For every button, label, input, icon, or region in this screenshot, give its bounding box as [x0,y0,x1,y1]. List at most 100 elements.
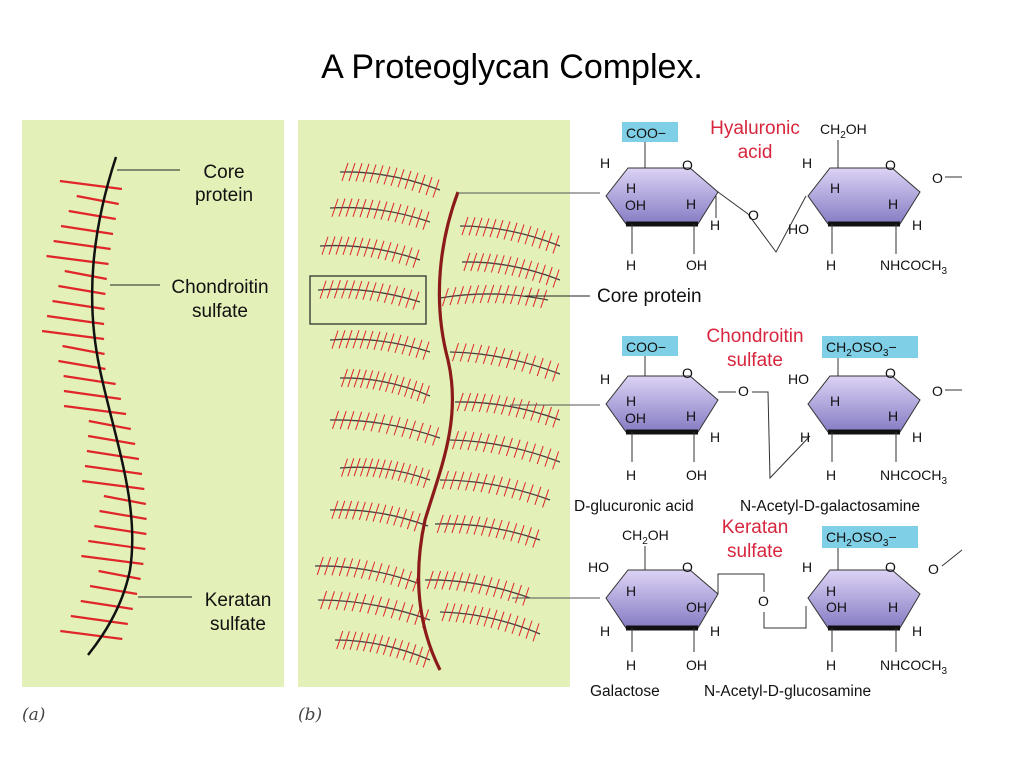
chain-tick [478,432,483,443]
chain-tick [536,454,541,465]
chain-tick [490,618,495,629]
side-chain [63,404,127,416]
chain-tick [451,571,456,581]
chain-tick [484,262,488,272]
chain-tick [376,200,381,210]
chain-tick [513,523,518,533]
chain-tick [466,573,471,583]
chain-tick [507,591,512,601]
chain-tick [362,594,367,604]
chain-tick [397,385,402,396]
svg-text:OH: OH [686,467,707,483]
chain-tick [457,480,462,490]
chain-tick [401,602,406,612]
side-chain [80,599,133,611]
chain-tick [462,613,467,624]
chain-tick [548,232,553,243]
chain-tick [416,476,421,486]
chain-tick [455,430,459,441]
chain-tick [441,611,446,622]
chain-tick [378,563,383,573]
chain-tick [356,458,361,468]
chain-tick [532,297,537,307]
chain-tick [467,440,472,451]
svg-text:NHCOCH3: NHCOCH3 [880,467,947,487]
chain-tick [345,509,350,520]
chain-tick [407,570,412,581]
gag-chain [339,377,431,397]
chain-tick [482,284,487,295]
chain-tick [497,620,502,630]
chain-tick [349,246,354,256]
svg-text:O: O [748,207,759,223]
chain-tick [536,366,541,377]
chain-tick [394,243,399,253]
svg-text:H: H [600,155,610,171]
svg-text:O: O [885,365,896,381]
chain-tick [479,606,484,617]
svg-text:H: H [626,583,636,599]
label-chondroitin-line1: Chondroitin [171,277,268,298]
chain-tick [532,271,536,281]
chain-tick [485,433,490,443]
chain-tick [519,491,523,501]
chain-tick [534,228,539,238]
chain-tick [341,467,345,477]
chain-tick [483,474,488,484]
chain-tick [552,418,557,428]
chain-tick [552,278,557,288]
chain-tick [425,341,430,351]
chain-tick [388,415,393,425]
svg-text:H: H [826,583,836,599]
chain-tick [353,568,358,578]
chain-tick [407,464,411,474]
chain-tick [352,207,357,217]
chain-tick [378,381,383,391]
chain-tick [467,392,472,403]
chain-tick [322,280,327,290]
chain-tick [501,436,506,446]
chain-tick [347,467,352,477]
chain-tick [372,282,377,292]
chain-tick [516,351,521,361]
chain-tick [514,593,519,604]
chain-tick [356,559,361,569]
svg-text:OH: OH [686,599,707,615]
chain-tick [537,413,542,423]
chain-tick [490,284,495,295]
caption-n-acetyl-glucosamine: N-Acetyl-D-glucosamine [704,683,871,700]
chain-tick [406,613,411,623]
chain-tick [331,509,336,520]
svg-text:H: H [710,217,720,233]
chain-tick [462,343,467,353]
svg-text:H: H [912,217,922,233]
chain-tick [487,253,491,263]
chain-tick [415,348,420,358]
chain-tick [444,571,449,581]
chain-tick [399,640,404,650]
chain-tick [380,240,385,250]
chain-tick [331,236,336,246]
chain-tick [460,286,464,296]
chain-tick [525,587,530,597]
chain-tick [545,489,550,499]
chain-tick [547,406,552,417]
chain-tick [547,448,552,458]
chain-tick [501,348,506,358]
chain-tick [379,513,384,523]
chain-tick [348,198,353,208]
chain-tick [326,289,331,299]
chain-tick [493,254,498,264]
chain-tick [472,605,477,615]
chain-tick [492,219,497,229]
chain-tick [442,479,446,490]
chain-tick [428,176,433,187]
chain-tick [416,391,421,402]
chain-tick [425,211,430,221]
chain-tick [378,423,383,433]
chain-tick [471,217,476,227]
chain-tick [520,224,525,234]
chain-tick [511,489,516,499]
chain-tick [463,261,468,272]
chain-tick [483,517,488,527]
